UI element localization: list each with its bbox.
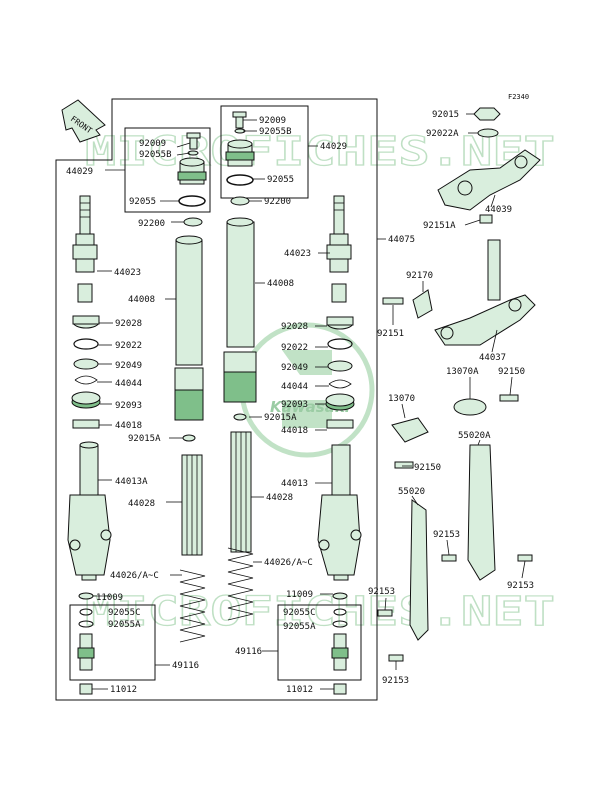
callout-44018-left: 44018 bbox=[115, 421, 142, 431]
callout-55020: 55020 bbox=[398, 487, 425, 497]
callout-11009-left: 11009 bbox=[96, 593, 123, 603]
callout-44023-left: 44023 bbox=[114, 268, 141, 278]
leader-lines bbox=[92, 113, 526, 690]
left-valve-box bbox=[69, 604, 156, 681]
callout-44039: 44039 bbox=[485, 205, 512, 215]
callout-92153-b: 92153 bbox=[507, 581, 534, 591]
callout-92153-d: 92153 bbox=[382, 676, 409, 686]
callout-11012-left: 11012 bbox=[110, 685, 137, 695]
callout-44013a-left: 44013A bbox=[115, 477, 148, 487]
steering-and-guard-parts bbox=[377, 107, 541, 662]
callout-44037: 44037 bbox=[479, 353, 506, 363]
callout-92200-right: 92200 bbox=[264, 197, 291, 207]
callout-44018-right: 44018 bbox=[281, 426, 308, 436]
callout-92153-c: 92153 bbox=[368, 587, 395, 597]
callout-92055c-right: 92055C bbox=[283, 608, 316, 618]
right-fork-parts bbox=[223, 111, 362, 695]
callout-13070: 13070 bbox=[388, 394, 415, 404]
callout-92022-right: 92022 bbox=[281, 343, 308, 353]
callout-92055a-right: 92055A bbox=[283, 622, 316, 632]
figure-code: F2340 bbox=[508, 93, 529, 101]
callout-92150-top: 92150 bbox=[498, 367, 525, 377]
callout-44028-right: 44028 bbox=[266, 493, 293, 503]
callout-44028-left: 44028 bbox=[128, 499, 155, 509]
callout-92055-right: 92055 bbox=[267, 175, 294, 185]
callout-44044-right: 44044 bbox=[281, 382, 308, 392]
callout-92200-left: 92200 bbox=[138, 219, 165, 229]
callout-44008-right: 44008 bbox=[267, 279, 294, 289]
callout-92028-left: 92028 bbox=[115, 319, 142, 329]
callout-92055b-right: 92055B bbox=[259, 127, 292, 137]
left-fork-parts bbox=[67, 132, 207, 695]
callout-92022a: 92022A bbox=[426, 129, 459, 139]
callout-49116-left: 49116 bbox=[172, 661, 199, 671]
callout-44029-left: 44029 bbox=[66, 167, 93, 177]
callout-92022-left: 92022 bbox=[115, 341, 142, 351]
callout-92055a-left: 92055A bbox=[108, 620, 141, 630]
callout-44044-left: 44044 bbox=[115, 379, 142, 389]
right-cap-box bbox=[220, 105, 309, 199]
callout-92153-a: 92153 bbox=[433, 530, 460, 540]
callout-92009-left: 92009 bbox=[139, 139, 166, 149]
callout-11009-right: 11009 bbox=[286, 590, 313, 600]
callout-92055-left: 92055 bbox=[129, 197, 156, 207]
callout-44026-right: 44026/A~C bbox=[264, 558, 313, 568]
watermark-bottom: MICROFICHES.NET bbox=[85, 589, 555, 635]
watermark-top: MICROFICHES.NET bbox=[85, 129, 555, 175]
callout-44029-right: 44029 bbox=[320, 142, 347, 152]
callout-44008-left: 44008 bbox=[128, 295, 155, 305]
callout-44075: 44075 bbox=[388, 235, 415, 245]
callout-44023-right: 44023 bbox=[284, 249, 311, 259]
callout-92049-left: 92049 bbox=[115, 361, 142, 371]
callout-92093-left: 92093 bbox=[115, 401, 142, 411]
callout-92055b-left: 92055B bbox=[139, 150, 172, 160]
callout-92015: 92015 bbox=[432, 110, 459, 120]
callout-92170: 92170 bbox=[406, 271, 433, 281]
callout-92009-right: 92009 bbox=[259, 116, 286, 126]
callout-labels: 92009 92055B 44029 92055 92200 44023 440… bbox=[66, 110, 534, 695]
callout-49116-right: 49116 bbox=[235, 647, 262, 657]
callout-92015a-left: 92015A bbox=[128, 434, 161, 444]
callout-92055c-left: 92055C bbox=[108, 608, 141, 618]
callout-92150-bottom: 92150 bbox=[414, 463, 441, 473]
fork-assembly-outline bbox=[55, 98, 378, 701]
front-arrow-icon: FRONT bbox=[61, 99, 106, 143]
callout-92015a-right: 92015A bbox=[264, 413, 297, 423]
callout-92093-right: 92093 bbox=[281, 400, 308, 410]
callout-55020a: 55020A bbox=[458, 431, 491, 441]
callout-11012-right: 11012 bbox=[286, 685, 313, 695]
callout-92151: 92151 bbox=[377, 329, 404, 339]
callout-44026-left: 44026/A~C bbox=[110, 571, 159, 581]
right-valve-box bbox=[277, 604, 362, 681]
callout-92028-right: 92028 bbox=[281, 322, 308, 332]
callout-92049-right: 92049 bbox=[281, 363, 308, 373]
callout-92151a: 92151A bbox=[423, 221, 456, 231]
callout-44013-right: 44013 bbox=[281, 479, 308, 489]
callout-13070a: 13070A bbox=[446, 367, 479, 377]
